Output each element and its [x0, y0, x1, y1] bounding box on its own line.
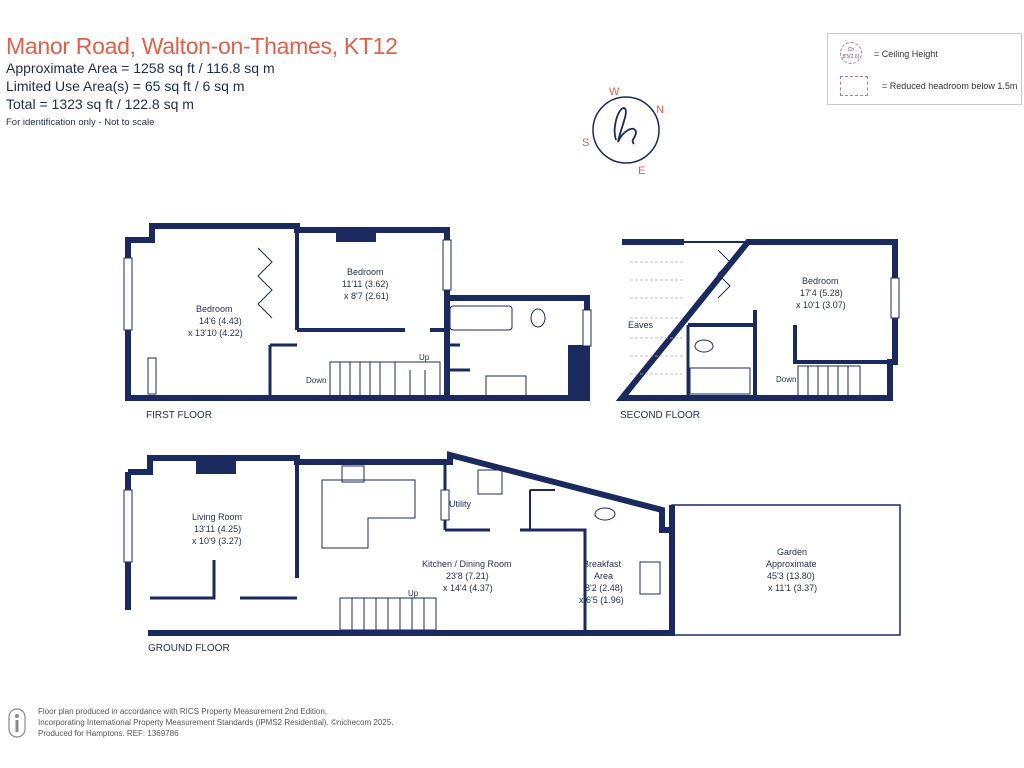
living-dim1: 13'11 (4.25): [194, 524, 241, 534]
floor-plan: W N S E FIRST FLOOR Bedroom 14'6 (4.43) …: [123, 86, 901, 654]
breakfast-dim2: x 6'5 (1.96): [579, 595, 624, 605]
breakfast-name2: Area: [594, 571, 613, 581]
compass-w: W: [609, 86, 620, 98]
compass-s: S: [582, 137, 589, 149]
ff-stairs-up: Up: [419, 353, 430, 362]
footer-line3: Produced for Hamptons. REF: 1369786: [38, 729, 179, 738]
garden-name1: Garden: [777, 547, 807, 557]
kitchen-name: Kitchen / Dining Room: [422, 559, 512, 569]
limited-area: Limited Use Area(s) = 65 sq ft / 6 sq m: [6, 78, 245, 94]
ff-bed2-name: Bedroom: [347, 267, 384, 277]
ceiling-height-label: = Ceiling Height: [874, 49, 938, 59]
gf-stairs-up: Up: [408, 589, 419, 598]
first-floor-plan: [123, 223, 592, 401]
second-floor-label: SECOND FLOOR: [620, 410, 700, 421]
sf-bed-name: Bedroom: [802, 276, 839, 286]
person-scale-icon: [8, 708, 26, 738]
breakfast-name1: Breakfast: [583, 559, 622, 569]
footer: Floor plan produced in accordance with R…: [38, 706, 393, 739]
ff-bed1-dim1: 14'6 (4.43): [199, 316, 242, 326]
footer-line2: Incorporating International Property Mea…: [38, 718, 394, 727]
ff-bed2-dim2: x 8'7 (2.61): [344, 291, 389, 301]
reduced-headroom-icon: [840, 76, 868, 96]
compass-n: N: [656, 104, 664, 116]
compass-e: E: [638, 165, 645, 177]
sf-stairs-down: Down: [776, 375, 796, 384]
utility-label: Utility: [449, 499, 471, 509]
scale-note: For identification only - Not to scale: [6, 117, 155, 128]
ff-bed2-dim1: 11'11 (3.62): [342, 279, 388, 289]
property-title: Manor Road, Walton-on-Thames, KT12: [6, 33, 398, 59]
sf-bed-dim2: x 10'1 (3.07): [796, 300, 846, 310]
ground-floor-plan: [123, 451, 901, 636]
ground-floor-label: GROUND FLOOR: [148, 643, 230, 654]
ff-bed1-name: Bedroom: [196, 304, 233, 314]
living-name: Living Room: [192, 512, 242, 522]
garden-dim1: 45'3 (13.80): [767, 571, 815, 581]
ceiling-height-icon: Ch 8'5(2.6): [840, 42, 862, 64]
second-floor-plan: [615, 239, 900, 401]
garden-dim2: x 11'1 (3.37): [768, 583, 817, 593]
kitchen-dim2: x 14'4 (4.37): [443, 583, 493, 593]
living-dim2: x 10'9 (3.27): [192, 536, 242, 546]
sf-bed-dim1: 17'4 (5.28): [800, 288, 843, 298]
total-area: Total = 1323 sq ft / 122.8 sq m: [6, 96, 194, 112]
eaves-label: Eaves: [628, 320, 654, 330]
breakfast-dim1: 8'2 (2.48): [585, 583, 623, 593]
approx-area: Approximate Area = 1258 sq ft / 116.8 sq…: [6, 60, 275, 76]
kitchen-dim1: 23'8 (7.21): [446, 571, 489, 581]
ff-bed1-dim2: x 13'10 (4.22): [188, 328, 243, 338]
compass-icon: W N S E: [582, 86, 664, 177]
reduced-headroom-label: = Reduced headroom below 1.5m: [882, 81, 1018, 91]
footer-line1: Floor plan produced in accordance with R…: [38, 707, 328, 716]
garden-name2: Approximate: [766, 559, 817, 569]
first-floor-label: FIRST FLOOR: [146, 410, 212, 421]
header: Manor Road, Walton-on-Thames, KT12 Appro…: [6, 33, 398, 128]
ff-stairs-down: Down: [306, 376, 326, 385]
legend: Ch 8'5(2.6) = Ceiling Height = Reduced h…: [827, 33, 1022, 105]
